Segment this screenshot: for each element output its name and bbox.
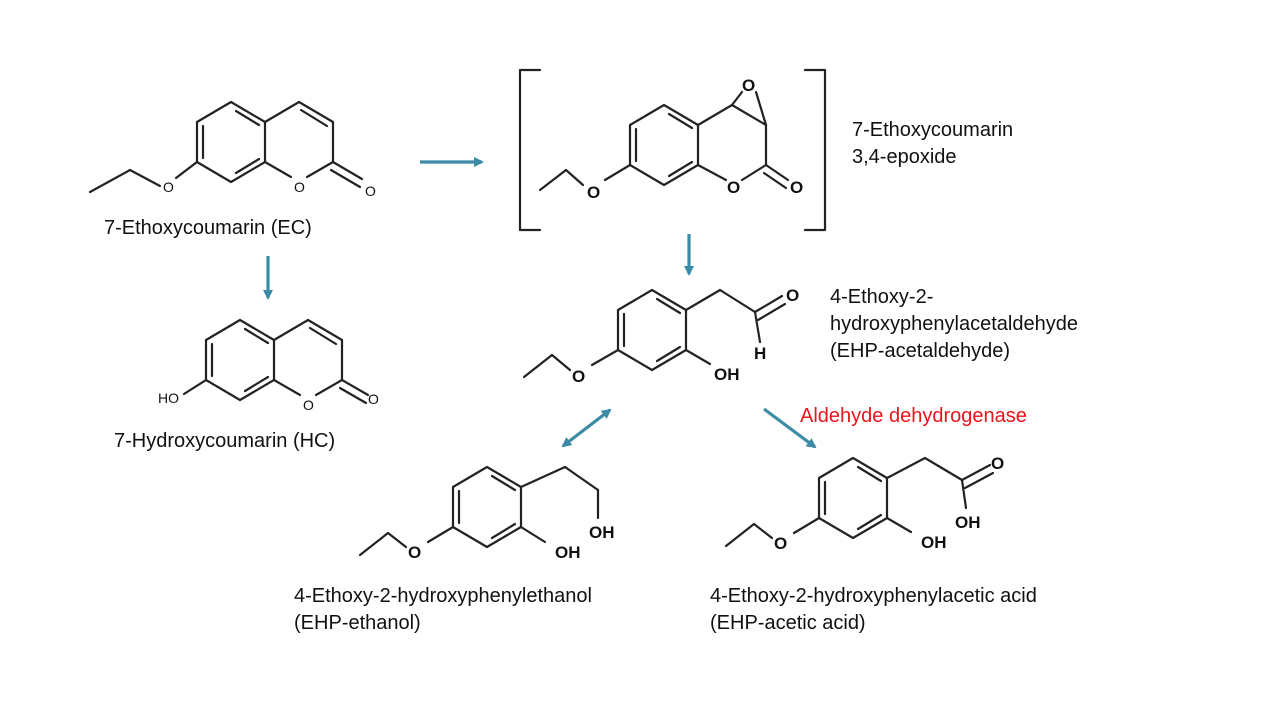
arrow-acetaldehyde-ethanol-equilibrium (561, 408, 612, 448)
acetic-bonds (724, 456, 995, 548)
hc-ring-oxygen: O (303, 397, 314, 413)
structure-hc: HO O O (158, 318, 379, 413)
acetaldehyde-bonds (522, 288, 787, 379)
structure-ec: O O O (88, 100, 376, 199)
epoxide-carbonyl-oxygen: O (790, 178, 803, 197)
label-enzyme: Aldehyde dehydrogenase (800, 403, 1027, 430)
acetaldehyde-hydroxy: OH (714, 365, 740, 384)
structure-ethanol: O OH OH (358, 465, 615, 562)
label-acetic-line1: 4-Ethoxy-2-hydroxyphenylacetic acid (710, 585, 1037, 607)
label-ec: 7-Ethoxycoumarin (EC) (104, 215, 312, 242)
acetic-ether-oxygen: O (774, 534, 787, 553)
structure-acetaldehyde: O OH O H (522, 286, 799, 386)
label-epoxide-line2: 3,4-epoxide (852, 146, 957, 168)
ec-ether-oxygen: O (163, 179, 174, 195)
ethanol-chain-hydroxy: OH (589, 523, 615, 542)
label-ec-name: 7-Ethoxycoumarin (EC) (104, 217, 312, 239)
label-enzyme-name: Aldehyde dehydrogenase (800, 405, 1027, 427)
acetaldehyde-aldehyde-oxygen: O (786, 286, 799, 305)
label-acetic-line2: (EHP-acetic acid) (710, 612, 866, 634)
label-ethanol-line1: 4-Ethoxy-2-hydroxyphenylethanol (294, 585, 592, 607)
ethanol-bonds (358, 465, 600, 557)
acetic-ring-hydroxy: OH (921, 533, 947, 552)
acetic-carbonyl-oxygen: O (991, 454, 1004, 473)
epoxide-epoxide-oxygen: O (742, 76, 755, 95)
acetaldehyde-ether-oxygen: O (572, 367, 585, 386)
hc-bonds (182, 318, 370, 405)
label-hc: 7-Hydroxycoumarin (HC) (114, 428, 335, 455)
epoxide-bonds (538, 90, 790, 192)
hc-hydroxy: HO (158, 390, 179, 406)
ec-ring-oxygen: O (294, 179, 305, 195)
hc-carbonyl-oxygen: O (368, 391, 379, 407)
epoxide-brackets (518, 68, 827, 232)
ethanol-ring-hydroxy: OH (555, 543, 581, 562)
label-acetaldehyde-line3: (EHP-acetaldehyde) (830, 340, 1011, 362)
ethanol-ether-oxygen: O (408, 543, 421, 562)
epoxide-ether-oxygen: O (587, 183, 600, 202)
label-epoxide-line1: 7-Ethoxycoumarin (852, 119, 1014, 141)
label-ethanol: 4-Ethoxy-2-hydroxyphenylethanol (EHP-eth… (294, 583, 592, 637)
label-acetic-acid: 4-Ethoxy-2-hydroxyphenylacetic acid (EHP… (710, 583, 1037, 637)
label-ethanol-line2: (EHP-ethanol) (294, 612, 421, 634)
arrow-acetaldehyde-to-acetic-acid (763, 407, 817, 449)
label-hc-name: 7-Hydroxycoumarin (HC) (114, 430, 336, 452)
acetic-acid-hydroxy: OH (955, 513, 981, 532)
ec-bonds (88, 100, 364, 194)
label-acetaldehyde-line2: hydroxyphenylacetaldehyde (830, 313, 1078, 335)
acetaldehyde-aldehyde-hydrogen: H (754, 344, 766, 363)
label-epoxide: 7-Ethoxycoumarin 3,4-epoxide (852, 117, 1013, 171)
ec-carbonyl-oxygen: O (365, 183, 376, 199)
structure-acetic-acid: O OH O OH (724, 454, 1004, 553)
label-acetaldehyde-line1: 4-Ethoxy-2- (830, 286, 934, 308)
epoxide-ring-oxygen: O (727, 178, 740, 197)
structure-epoxide: O O O O (518, 68, 827, 232)
label-acetaldehyde: 4-Ethoxy-2- hydroxyphenylacetaldehyde (E… (830, 284, 1078, 365)
